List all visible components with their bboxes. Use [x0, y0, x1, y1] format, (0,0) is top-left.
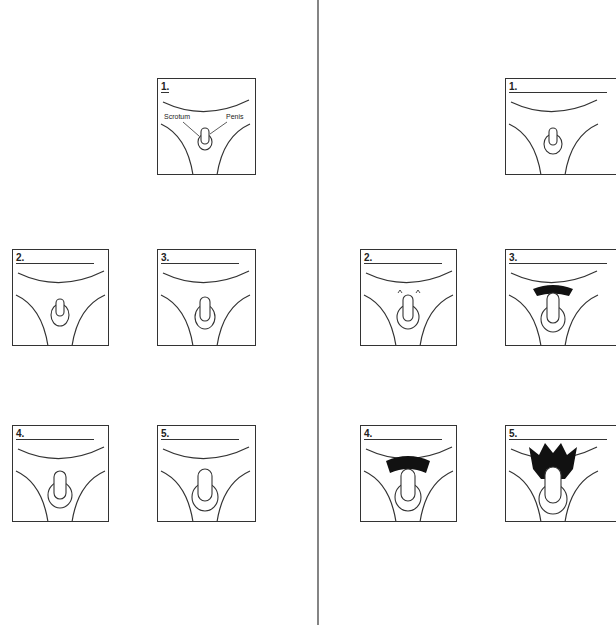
stage-number: 5.	[161, 428, 239, 440]
stage-figure	[509, 443, 598, 522]
stage-figure	[161, 447, 250, 522]
stage-figure	[509, 271, 598, 346]
stage-box: 1. Scrotum Penis	[157, 78, 256, 175]
stage-box: 4.	[12, 425, 109, 522]
stage-figure	[364, 447, 453, 522]
part-label: Scrotum	[164, 113, 190, 121]
stage-box: 2.	[360, 249, 457, 346]
stage-number: 2.	[364, 252, 442, 264]
stage-box: 3.	[157, 249, 256, 346]
stage-number: 4.	[364, 428, 442, 440]
part-label: Penis	[226, 113, 244, 121]
stage-number: 4.	[16, 428, 94, 440]
stage-number: 2.	[16, 252, 94, 264]
stage-box: 2.	[12, 249, 109, 346]
stage-number: 1.	[161, 81, 169, 93]
stage-figure	[161, 271, 250, 346]
stage-number: 5.	[509, 428, 607, 440]
stage-figure	[364, 271, 453, 346]
panel-divider	[317, 0, 318, 625]
stage-figure	[16, 447, 105, 522]
stage-box: 5.	[505, 425, 616, 522]
stage-figure	[161, 100, 250, 175]
stage-number: 3.	[509, 252, 607, 264]
stage-number: 1.	[509, 81, 607, 93]
stage-number: 3.	[161, 252, 239, 264]
stage-figure	[16, 271, 105, 346]
stage-box: 5.	[157, 425, 256, 522]
stage-box: 4.	[360, 425, 457, 522]
stage-box: 3.	[505, 249, 616, 346]
stage-figure	[509, 100, 598, 175]
stage-box: 1.	[505, 78, 616, 175]
